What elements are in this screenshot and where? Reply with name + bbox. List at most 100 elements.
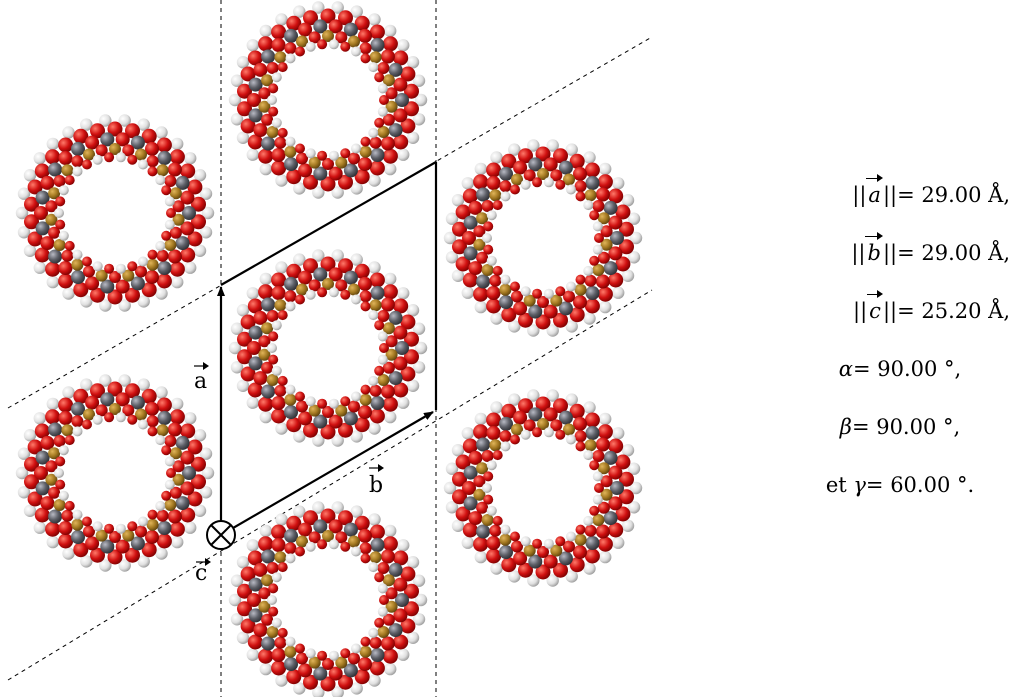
- hydrogen-atom: [377, 606, 388, 617]
- hydrogen-atom: [490, 151, 503, 164]
- hydrogen-atom: [275, 674, 288, 687]
- metal-atom: [584, 189, 597, 202]
- metal-atom: [511, 423, 523, 436]
- metal-atom: [266, 126, 279, 138]
- oxygen-atom: [240, 566, 256, 582]
- hydrogen-atom: [461, 286, 474, 299]
- oxygen-atom: [247, 550, 263, 566]
- hydrogen-atom: [612, 427, 625, 440]
- oxygen-atom: [169, 486, 182, 499]
- oxygen-atom: [555, 179, 566, 190]
- param-alpha: α= 90.00 °,: [838, 357, 962, 381]
- silicon-atom: [248, 325, 263, 340]
- oxygen-atom: [258, 335, 271, 348]
- silicon-atom: [313, 19, 328, 34]
- silicon-atom: [284, 28, 298, 43]
- oxygen-atom: [156, 249, 169, 262]
- hydrogen-atom: [443, 231, 457, 245]
- oxygen-atom: [83, 265, 95, 278]
- metal-atom: [156, 164, 169, 177]
- oxygen-atom: [258, 87, 271, 100]
- silicon-atom: [100, 392, 115, 407]
- oxygen-atom: [380, 636, 395, 651]
- oxygen-atom: [127, 414, 138, 425]
- metal-atom: [537, 418, 549, 430]
- hydrogen-atom: [312, 434, 325, 447]
- metal-atom: [45, 473, 58, 486]
- hydrogen-atom: [138, 419, 148, 430]
- oxygen-atom: [597, 424, 613, 440]
- silicon-atom: [71, 270, 85, 285]
- oxygen-atom: [338, 258, 353, 274]
- oxygen-atom: [261, 113, 274, 126]
- oxygen-atom: [274, 636, 287, 649]
- silicon-atom: [248, 356, 263, 371]
- hydrogen-atom: [566, 531, 576, 542]
- hydrogen-atom: [33, 412, 46, 425]
- oxygen-atom: [385, 87, 398, 100]
- hydrogen-atom: [331, 1, 344, 14]
- oxygen-atom: [340, 648, 351, 659]
- hydrogen-atom: [199, 187, 213, 200]
- hydrogen-atom: [137, 555, 150, 568]
- vector-label-a: a: [194, 362, 209, 394]
- metal-atom: [322, 278, 334, 290]
- oxygen-atom: [271, 38, 286, 52]
- oxygen-atom: [584, 548, 600, 564]
- oxygen-atom: [600, 225, 613, 238]
- hydrogen-atom: [451, 194, 465, 207]
- oxygen-atom: [608, 496, 623, 511]
- silicon-atom: [463, 215, 478, 230]
- oxygen-atom: [48, 486, 61, 499]
- metal-atom: [523, 544, 536, 557]
- silicon-atom: [463, 246, 478, 261]
- oxygen-atom: [608, 246, 623, 261]
- hydrogen-atom: [46, 535, 59, 549]
- metal-atom: [53, 239, 66, 251]
- oxygen-atom: [271, 538, 286, 552]
- hydrogen-atom: [566, 184, 576, 195]
- metal-atom: [369, 51, 382, 64]
- oxygen-atom: [161, 490, 172, 501]
- hydrogen-atom: [230, 74, 244, 87]
- hydrogen-atom: [259, 162, 272, 176]
- oxygen-atom: [156, 137, 172, 153]
- oxygen-atom: [535, 396, 551, 412]
- oxygen-atom: [340, 289, 351, 300]
- hydrogen-atom: [500, 274, 511, 285]
- oxygen-atom: [486, 548, 502, 564]
- silicon-atom: [343, 22, 358, 37]
- oxygen-atom: [360, 301, 371, 312]
- hydrogen-atom: [305, 541, 316, 552]
- oxygen-atom: [510, 434, 520, 445]
- oxygen-atom: [191, 474, 206, 490]
- oxygen-atom: [462, 188, 478, 204]
- silicon-atom: [370, 538, 385, 552]
- hydrogen-atom: [474, 162, 487, 176]
- oxygen-atom: [483, 221, 494, 232]
- unit-cell: [217, 161, 438, 536]
- hydrogen-atom: [368, 422, 381, 435]
- metal-atom: [377, 626, 390, 638]
- oxygen-atom: [191, 214, 206, 230]
- oxygen-atom: [24, 196, 39, 212]
- metal-atom: [489, 439, 502, 452]
- oxygen-atom: [573, 416, 587, 431]
- oxygen-atom: [535, 146, 551, 162]
- oxygen-atom: [277, 310, 288, 321]
- metal-atom: [382, 322, 395, 335]
- metal-atom: [61, 164, 74, 177]
- oxygen-atom: [286, 515, 302, 531]
- hydrogen-atom: [627, 462, 641, 475]
- hydrogen-atom: [629, 481, 643, 495]
- hydrogen-atom: [351, 143, 361, 154]
- oxygen-atom: [473, 225, 486, 238]
- hydrogen-atom: [259, 24, 272, 38]
- oxygen-atom: [271, 286, 286, 300]
- oxygen-atom: [90, 287, 105, 303]
- oxygen-atom: [553, 312, 568, 328]
- hydrogen-atom: [412, 574, 426, 587]
- param-a-norm: ||a||= 29.00 Å,: [790, 174, 1010, 238]
- oxygen-atom: [393, 356, 408, 371]
- metal-atom: [348, 535, 360, 548]
